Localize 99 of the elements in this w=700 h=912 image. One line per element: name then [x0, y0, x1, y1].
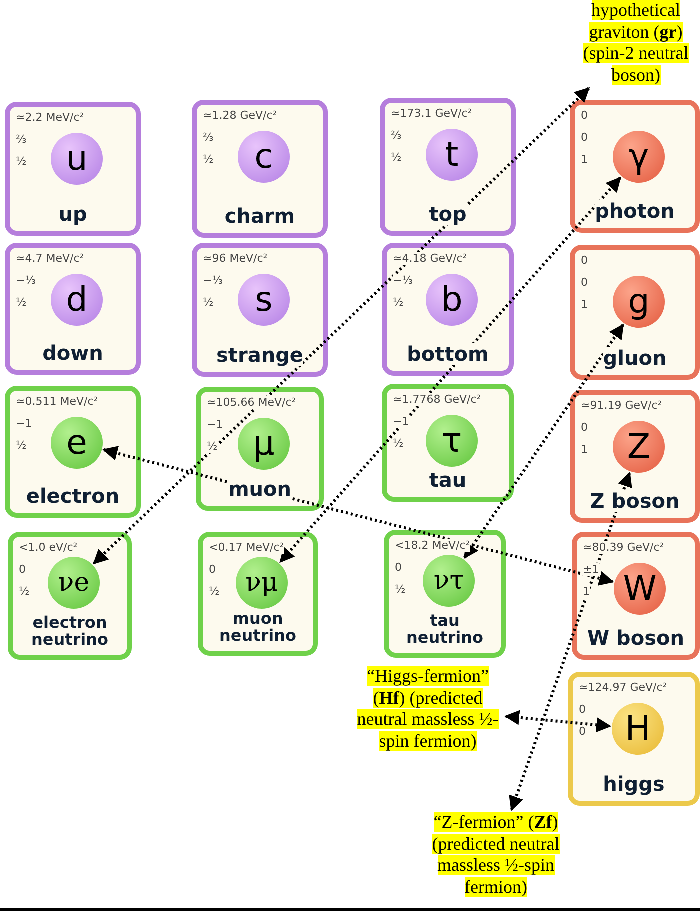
particle-symbol: b	[426, 274, 478, 326]
spin-label: ½	[203, 153, 214, 166]
charge-label: 0	[579, 703, 586, 716]
mass-label: ≃1.7768 GeV/c²	[393, 393, 482, 406]
mass-label: 0	[581, 254, 588, 267]
particle-symbol: s	[238, 274, 290, 326]
mass-label: ≃91.19 GeV/c²	[581, 399, 662, 412]
spin-label: ½	[391, 151, 402, 164]
particle-card	[5, 386, 141, 518]
particle-name: gluon	[603, 347, 667, 369]
mass-label: ≃4.7 MeV/c²	[16, 252, 84, 265]
mass-label: 0	[581, 109, 588, 122]
particle-name: top	[429, 203, 467, 225]
mass-label: ≃173.1 GeV/c²	[391, 107, 472, 120]
mass-label: ≃80.39 GeV/c²	[583, 541, 664, 554]
particle-name: bottom	[407, 343, 489, 365]
particle-card	[5, 243, 141, 375]
particle-card	[382, 384, 514, 502]
mass-label: ≃96 MeV/c²	[203, 252, 268, 265]
mass-label: ≃124.97 GeV/c²	[579, 681, 668, 694]
particle-name: Z boson	[590, 490, 680, 512]
particle-card	[568, 672, 700, 806]
particle-name: tau neutrino	[389, 612, 501, 647]
charge-label: −⅓	[393, 274, 413, 287]
particle-symbol: γ	[613, 131, 665, 183]
charge-label: 0	[19, 563, 26, 576]
particle-card	[570, 390, 700, 523]
charge-label: ±1	[583, 563, 600, 576]
dotted-arrow	[464, 324, 624, 560]
charge-label: −⅓	[203, 274, 223, 287]
particle-card	[192, 243, 328, 377]
charge-label: −⅓	[16, 274, 36, 287]
mass-label: <1.0 eV/c²	[19, 541, 78, 554]
particle-name: higgs	[603, 773, 665, 795]
particle-symbol: d	[51, 274, 103, 326]
particle-symbol: H	[612, 703, 664, 755]
particle-card	[5, 102, 141, 236]
charge-label: 0	[395, 561, 402, 574]
spin-label: ½	[16, 155, 27, 168]
mass-label: ≃1.28 GeV/c²	[203, 109, 278, 122]
spin-label: 1	[581, 443, 588, 456]
charge-label: −1	[207, 418, 224, 431]
charge-label: 0	[581, 276, 588, 289]
particle-symbol: g	[613, 276, 665, 328]
dotted-arrow	[279, 176, 622, 564]
particle-card	[382, 243, 514, 376]
particle-card	[384, 530, 506, 658]
particle-card	[572, 532, 700, 660]
particle-card	[570, 245, 700, 380]
particle-symbol: W	[614, 563, 666, 615]
particle-card	[8, 532, 132, 660]
dotted-arrow	[504, 710, 612, 733]
mass-label: ≃0.511 MeV/c²	[16, 395, 98, 408]
particle-symbol: μ	[238, 418, 290, 470]
charge-label: 0	[581, 131, 588, 144]
charge-label: −1	[16, 417, 32, 430]
mass-label: ≃105.66 MeV/c²	[207, 396, 296, 409]
mass-label: <0.17 MeV/c²	[209, 541, 284, 554]
particle-symbol: ντ	[423, 555, 475, 607]
particle-symbol: c	[238, 131, 290, 183]
charge-label: ⅔	[391, 129, 402, 142]
particle-symbol: e	[51, 417, 103, 469]
particle-symbol: νμ	[236, 557, 288, 609]
particle-name: photon	[595, 200, 675, 222]
spin-label: 1	[581, 298, 588, 311]
charge-label: 0	[581, 421, 588, 434]
spin-label: ½	[393, 437, 404, 450]
mass-label: ≃2.2 MeV/c²	[16, 111, 84, 124]
charge-label: 0	[209, 563, 216, 576]
spin-label: ½	[209, 585, 220, 598]
spin-label: ½	[393, 296, 404, 309]
particle-symbol: u	[51, 133, 103, 185]
spin-label: 0	[579, 725, 586, 738]
spin-label: ½	[16, 439, 27, 452]
particle-card	[192, 100, 328, 238]
particle-card	[570, 100, 700, 233]
mass-label: ≃4.18 GeV/c²	[393, 252, 468, 265]
dotted-arrow	[509, 472, 632, 812]
particle-card	[198, 532, 318, 656]
particle-name: muon	[228, 478, 292, 500]
spin-label: ½	[203, 296, 214, 309]
spin-label: ½	[395, 583, 406, 596]
particle-symbol: t	[426, 129, 478, 181]
spin-label: 1	[583, 585, 590, 598]
particle-symbol: Z	[613, 421, 665, 473]
charge-label: ⅔	[16, 133, 27, 146]
particle-symbol: νe	[48, 557, 100, 609]
charge-label: ⅔	[203, 131, 214, 144]
spin-label: ½	[19, 585, 30, 598]
dotted-arrow	[93, 87, 590, 565]
particle-card	[196, 387, 324, 511]
spin-label: ½	[16, 296, 27, 309]
spin-label: ½	[207, 440, 218, 453]
mass-label: <18.2 MeV/c²	[395, 539, 470, 552]
charge-label: −1	[393, 415, 410, 428]
particle-name: electron neutrino	[13, 614, 127, 649]
particle-card	[380, 98, 516, 236]
particle-symbol: τ	[426, 415, 478, 467]
spin-label: 1	[581, 153, 588, 166]
